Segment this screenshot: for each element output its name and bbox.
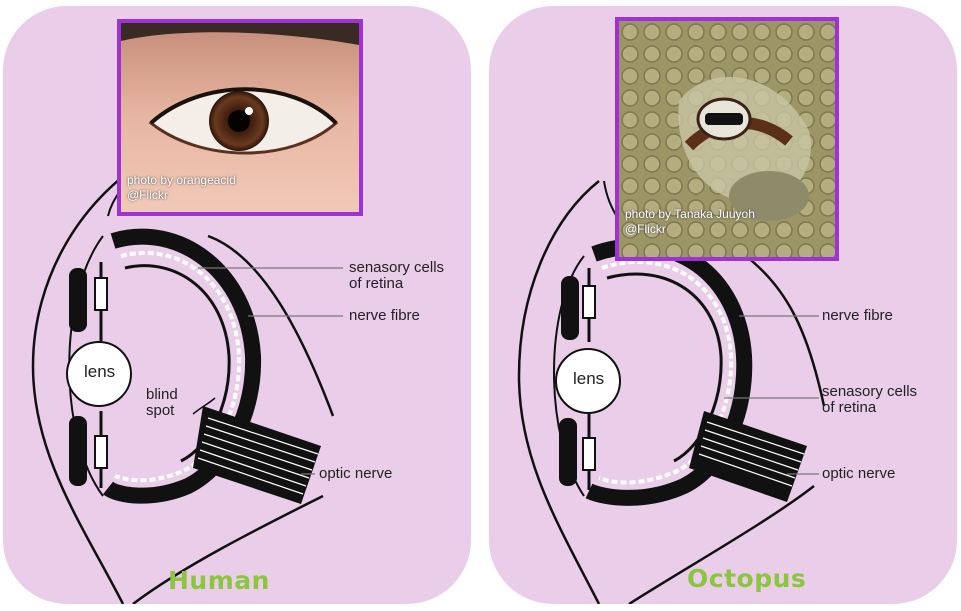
human-blind-spot-label: blind spot bbox=[146, 387, 178, 419]
human-nerve-fibre-label: nerve fibre bbox=[349, 308, 420, 324]
octopus-photo-credit-source: @Flickr bbox=[625, 222, 755, 237]
octopus-lens-label: lens bbox=[573, 369, 604, 389]
octopus-optic-nerve-label: optic nerve bbox=[822, 466, 895, 482]
human-eye-panel: photo by orangeacid @Flickr lens blind s… bbox=[3, 6, 471, 604]
octopus-eye-photo: photo by Tanaka Juuyoh @Flickr bbox=[615, 17, 839, 261]
human-sensory-cells-label: senasory cells of retina bbox=[349, 260, 444, 292]
octopus-eye-panel: photo by Tanaka Juuyoh @Flickr lens nerv… bbox=[489, 6, 957, 604]
human-eye-photo: photo by orangeacid @Flickr bbox=[117, 19, 363, 216]
octopus-title: Octopus bbox=[687, 564, 806, 593]
human-title: Human bbox=[168, 566, 270, 595]
human-lens-label: lens bbox=[84, 362, 115, 382]
human-optic-nerve-label: optic nerve bbox=[319, 466, 392, 482]
octopus-photo-credit: photo by Tanaka Juuyoh bbox=[625, 207, 755, 222]
octopus-nerve-fibre-label: nerve fibre bbox=[822, 308, 893, 324]
human-photo-credit-source: @Flickr bbox=[127, 188, 236, 203]
human-photo-credit: photo by orangeacid bbox=[127, 173, 236, 188]
octopus-sensory-cells-label: senasory cells of retina bbox=[822, 384, 917, 416]
